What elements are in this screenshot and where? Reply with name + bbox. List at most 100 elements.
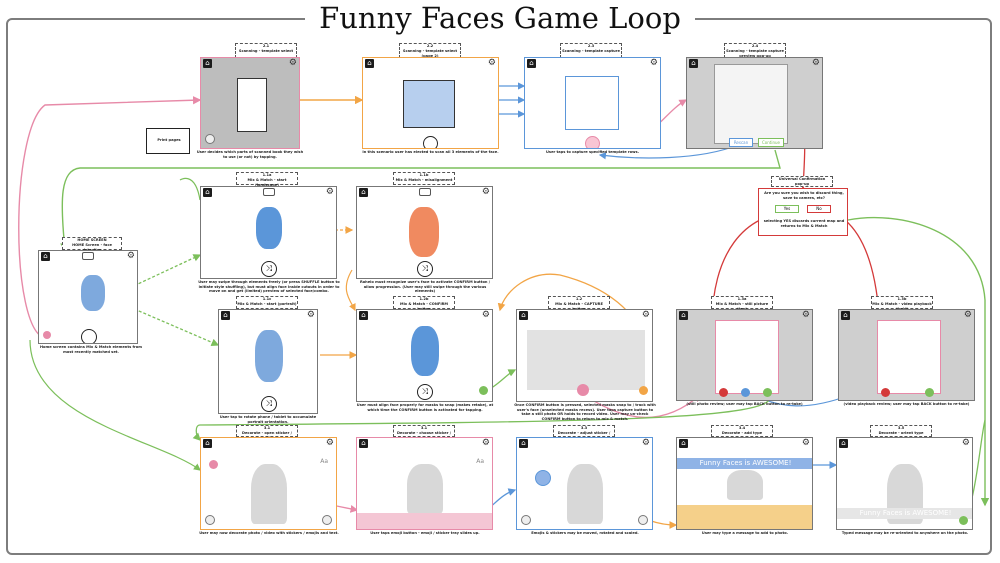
gear-icon[interactable]: ⚙ (325, 187, 334, 197)
emoji-tray[interactable] (357, 513, 492, 529)
home-icon[interactable]: ⌂ (359, 439, 368, 448)
gear-icon[interactable]: ⚙ (649, 58, 658, 68)
screen-2-1[interactable]: ⌂ ⚙ (200, 57, 300, 149)
screen-1-3b[interactable]: ⌂ ⚙ (838, 309, 975, 401)
camera-icon[interactable] (82, 252, 94, 260)
emoji-sticker[interactable] (535, 470, 551, 486)
screen-1-2[interactable]: ⌂ ⚙ (516, 309, 653, 402)
screen-2-3[interactable]: ⌂ ⚙ (524, 57, 661, 149)
screen-3-5[interactable]: ⌂ ⚙ Funny Faces is AWESOME! (836, 437, 973, 530)
gear-icon[interactable]: ⚙ (961, 438, 970, 448)
screen-2-4[interactable]: ⌂ ⚙ Rescan Continue (686, 57, 823, 149)
back-icon[interactable] (741, 388, 750, 397)
home-icon[interactable]: ⌂ (365, 59, 374, 68)
gear-icon[interactable]: ⚙ (811, 58, 820, 68)
face-mask (81, 275, 105, 311)
share-icon[interactable] (322, 515, 332, 525)
gear-icon[interactable]: ⚙ (126, 251, 135, 261)
gear-icon[interactable]: ⚙ (306, 310, 315, 320)
gear-icon[interactable]: ⚙ (325, 438, 334, 448)
print-pages-text: Print pages (157, 138, 181, 142)
gear-icon[interactable]: ⚙ (801, 438, 810, 448)
type-input-banner[interactable]: Funny Faces is AWESOME! (677, 458, 812, 469)
home-icon[interactable]: ⌂ (689, 59, 698, 68)
checkmark-icon[interactable] (763, 388, 772, 397)
screen-home[interactable]: ⌂ ⚙ (38, 250, 138, 344)
text-tool[interactable]: Aa (320, 458, 328, 465)
caption-3-5: Typed message may be re-oriented to anyw… (841, 531, 969, 535)
shuffle-icon[interactable]: ⤨ (261, 396, 277, 412)
back-icon[interactable] (521, 515, 531, 525)
screen-1-2b[interactable]: ⌂ ⚙ ⤨ (356, 309, 493, 402)
type-overlay[interactable]: Funny Faces is AWESOME! (837, 508, 972, 519)
gear-icon[interactable]: ⚙ (641, 438, 650, 448)
shuffle-icon[interactable]: ⤨ (417, 384, 433, 400)
gear-icon[interactable]: ⚙ (487, 58, 496, 68)
share-icon[interactable] (638, 515, 648, 525)
screen-3-1[interactable]: ⌂ ⚙ Aa (200, 437, 337, 530)
text-tool[interactable]: Aa (476, 458, 484, 465)
gear-icon[interactable]: ⚙ (481, 438, 490, 448)
discard-icon[interactable] (881, 388, 890, 397)
scan-entry-button[interactable] (43, 331, 51, 339)
keyboard[interactable] (677, 505, 812, 529)
capture-button[interactable] (81, 329, 97, 343)
gear-icon[interactable]: ⚙ (481, 310, 490, 320)
continue-button[interactable]: Continue (758, 138, 784, 147)
back-icon[interactable] (205, 134, 215, 144)
caption-3-4: User may type a message to add to photo. (701, 531, 789, 535)
screen-1-3a[interactable]: ⌂ ⚙ (676, 309, 813, 401)
home-icon[interactable]: ⌂ (359, 311, 368, 320)
scan-button[interactable] (423, 136, 438, 148)
gear-icon[interactable]: ⚙ (481, 187, 490, 197)
confirm-no-button[interactable]: No (807, 205, 831, 213)
screen-1-1a[interactable]: ⌂ ⚙ ⤨ (200, 186, 337, 279)
gear-icon[interactable]: ⚙ (641, 310, 650, 320)
print-pages-box[interactable]: Print pages (146, 128, 190, 154)
confirm-checkmark-icon[interactable] (479, 386, 488, 395)
checkmark-icon[interactable] (925, 388, 934, 397)
mask-aligned (411, 326, 439, 376)
screen-3-4[interactable]: ⌂ ⚙ Funny Faces is AWESOME! (676, 437, 813, 530)
home-icon[interactable]: ⌂ (519, 311, 528, 320)
discard-icon[interactable] (719, 388, 728, 397)
home-icon[interactable]: ⌂ (527, 59, 536, 68)
uncheck-confirm-icon[interactable] (639, 386, 648, 395)
home-icon[interactable]: ⌂ (203, 188, 212, 197)
confirm-question: Are you sure you wish to discard thing, … (764, 191, 844, 200)
camera-icon[interactable] (418, 188, 431, 196)
confirm-yes-button[interactable]: Yes (775, 205, 799, 213)
screen-2-2[interactable]: ⌂ ⚙ (362, 57, 499, 149)
label-2-2: 2.2 Scanning - template select (page 2) (399, 43, 461, 58)
capture-button[interactable] (585, 136, 600, 148)
home-icon[interactable]: ⌂ (203, 59, 212, 68)
gear-icon[interactable]: ⚙ (288, 58, 297, 68)
home-icon[interactable]: ⌂ (221, 311, 230, 320)
home-icon[interactable]: ⌂ (679, 311, 688, 320)
label-3-2: 3.1 Decorate - choose sticker / emoji (393, 425, 455, 440)
screen-3-2[interactable]: ⌂ ⚙ Aa (356, 437, 493, 530)
gear-icon[interactable]: ⚙ (963, 310, 972, 320)
gear-icon[interactable]: ⚙ (801, 310, 810, 320)
home-icon[interactable]: ⌂ (839, 439, 848, 448)
home-icon[interactable]: ⌂ (203, 439, 212, 448)
rescan-button[interactable]: Rescan (729, 138, 753, 147)
capture-button[interactable] (577, 384, 589, 396)
shuffle-icon[interactable]: ⤨ (261, 261, 277, 277)
checkmark-icon[interactable] (959, 516, 968, 525)
home-icon[interactable]: ⌂ (519, 439, 528, 448)
preview-popup (714, 64, 788, 144)
home-icon[interactable]: ⌂ (841, 311, 850, 320)
back-icon[interactable] (205, 515, 215, 525)
shuffle-icon[interactable]: ⤨ (417, 261, 433, 277)
screen-1-1b[interactable]: ⌂ ⚙ ⤨ (356, 186, 493, 279)
home-icon[interactable]: ⌂ (359, 188, 368, 197)
screen-3-3[interactable]: ⌂ ⚙ (516, 437, 653, 530)
camera-icon[interactable] (262, 188, 275, 196)
home-icon[interactable]: ⌂ (41, 252, 50, 261)
emoji-icon[interactable] (209, 460, 218, 469)
screen-1-1c[interactable]: ⌂ ⚙ ⤨ (218, 309, 318, 414)
home-icon[interactable]: ⌂ (679, 439, 688, 448)
caption-3-1: User may now decorate photo / video with… (199, 531, 339, 535)
label-1-3b: 1.3b Mix & Match - video playback (hold)… (871, 296, 933, 316)
